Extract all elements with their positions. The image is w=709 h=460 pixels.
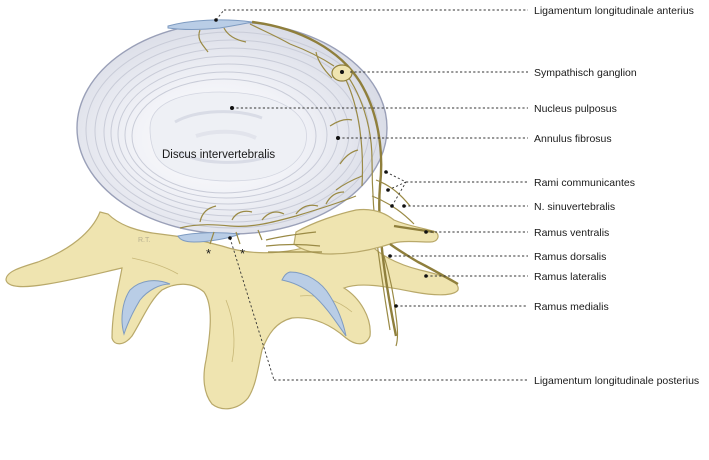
label-sinuvertebralis: N. sinuvertebralis xyxy=(534,201,615,213)
label-rami-communicantes: Rami communicantes xyxy=(534,177,635,189)
nucleus-pulposus-shape xyxy=(149,91,307,182)
leader-dots xyxy=(214,18,428,308)
label-discus: Discus intervertebralis xyxy=(162,149,275,161)
asterisk-right: * xyxy=(240,246,245,261)
left-facet-cartilage xyxy=(121,280,171,336)
label-lig-anterius: Ligamentum longitudinale anterius xyxy=(534,5,694,17)
label-ramus-ventralis: Ramus ventralis xyxy=(534,227,609,239)
label-annulus: Annulus fibrosus xyxy=(534,133,612,145)
anterior-ligament-shape xyxy=(167,19,253,30)
right-facet-cartilage xyxy=(281,271,347,337)
leader-lines xyxy=(215,9,528,381)
asterisk-left: * xyxy=(206,246,211,261)
label-ramus-medialis: Ramus medialis xyxy=(534,301,609,313)
posterior-ligament-shape xyxy=(177,232,241,243)
label-lig-posterius: Ligamentum longitudinale posterius xyxy=(534,375,699,387)
label-nucleus: Nucleus pulposus xyxy=(534,103,617,115)
illustrator-mark: R.T. xyxy=(138,237,151,244)
label-ramus-dorsalis: Ramus dorsalis xyxy=(534,251,606,263)
nerve-plexus xyxy=(179,20,415,337)
spinal-nerve xyxy=(265,208,459,347)
dorsal-root-ganglion xyxy=(293,208,439,255)
label-ramus-lateralis: Ramus lateralis xyxy=(534,271,606,283)
label-ganglion: Sympathisch ganglion xyxy=(534,67,637,79)
